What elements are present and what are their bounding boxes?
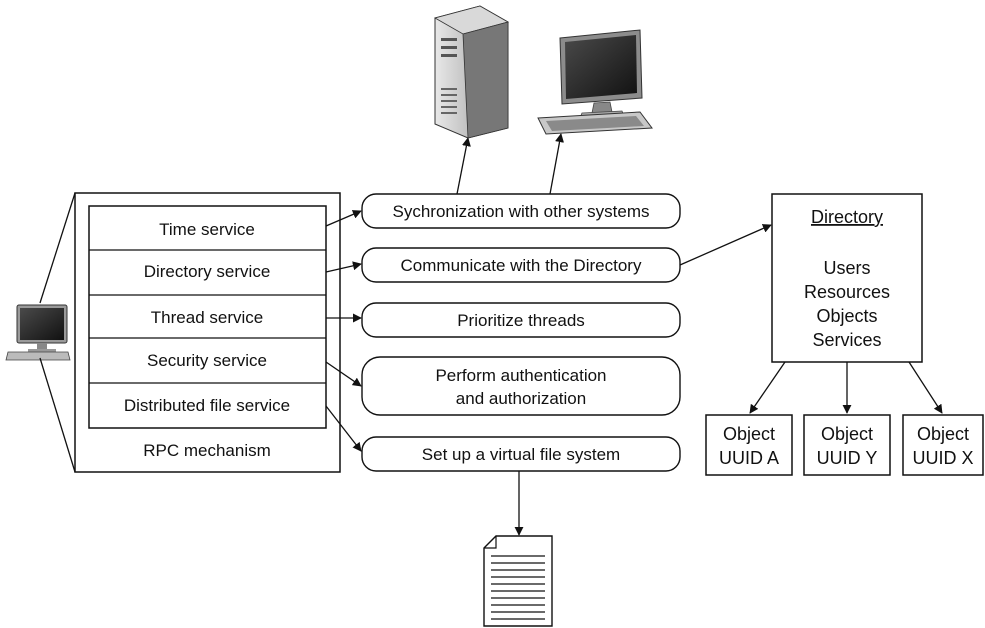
virtual-fs-label: Set up a virtual file system <box>422 445 620 464</box>
arrow-file-to-virtual-fs <box>325 405 362 452</box>
rpc-mechanism-label: RPC mechanism <box>143 441 271 460</box>
directory-item-services: Services <box>812 330 881 350</box>
object-y-line1: Object <box>821 424 873 444</box>
dce-services-stack <box>88 205 327 429</box>
desktop-computer-icon <box>537 29 653 135</box>
directory-box <box>771 193 923 363</box>
object-box-a <box>705 414 793 476</box>
directory-item-objects: Objects <box>816 306 877 326</box>
zoom-line-bottom <box>39 357 76 473</box>
object-y-line2: UUID Y <box>817 448 878 468</box>
service-directory: Directory service <box>144 262 271 281</box>
service-time: Time service <box>159 220 255 239</box>
object-a-line2: UUID A <box>719 448 779 468</box>
sync-label: Sychronization with other systems <box>393 202 650 221</box>
arrow-time-to-sync <box>325 210 362 227</box>
service-security: Security service <box>147 351 267 370</box>
object-x-line1: Object <box>917 424 969 444</box>
directory-item-users: Users <box>823 258 870 278</box>
auth-label-line1: Perform authentication <box>435 366 606 385</box>
arrow-directory-to-object-a <box>749 361 786 414</box>
service-distributed-file: Distributed file service <box>124 396 290 415</box>
arrow-communicate-to-directory <box>679 224 772 266</box>
service-thread: Thread service <box>151 308 263 327</box>
arrow-security-to-auth <box>325 361 362 387</box>
object-box-x <box>902 414 984 476</box>
sync-pill <box>361 193 681 229</box>
object-box-y <box>803 414 891 476</box>
arrow-sync-to-desktop <box>549 133 564 195</box>
virtual-fs-pill <box>361 436 681 472</box>
prioritize-label: Prioritize threads <box>457 311 585 330</box>
prioritize-pill <box>361 302 681 338</box>
object-x-line2: UUID X <box>912 448 973 468</box>
arrow-sync-to-server <box>456 137 471 195</box>
auth-label-line2: and authorization <box>456 389 586 408</box>
workstation-icon <box>5 304 71 361</box>
communicate-label: Communicate with the Directory <box>401 256 642 275</box>
directory-title: Directory <box>811 207 883 227</box>
directory-item-resources: Resources <box>804 282 890 302</box>
zoom-line-top <box>39 192 76 304</box>
arrow-directory-to-object-x <box>908 361 943 414</box>
document-icon <box>483 535 553 627</box>
object-a-line1: Object <box>723 424 775 444</box>
server-tower-icon <box>433 5 510 139</box>
auth-pill <box>361 356 681 416</box>
arrow-directory-to-communicate <box>325 261 362 273</box>
